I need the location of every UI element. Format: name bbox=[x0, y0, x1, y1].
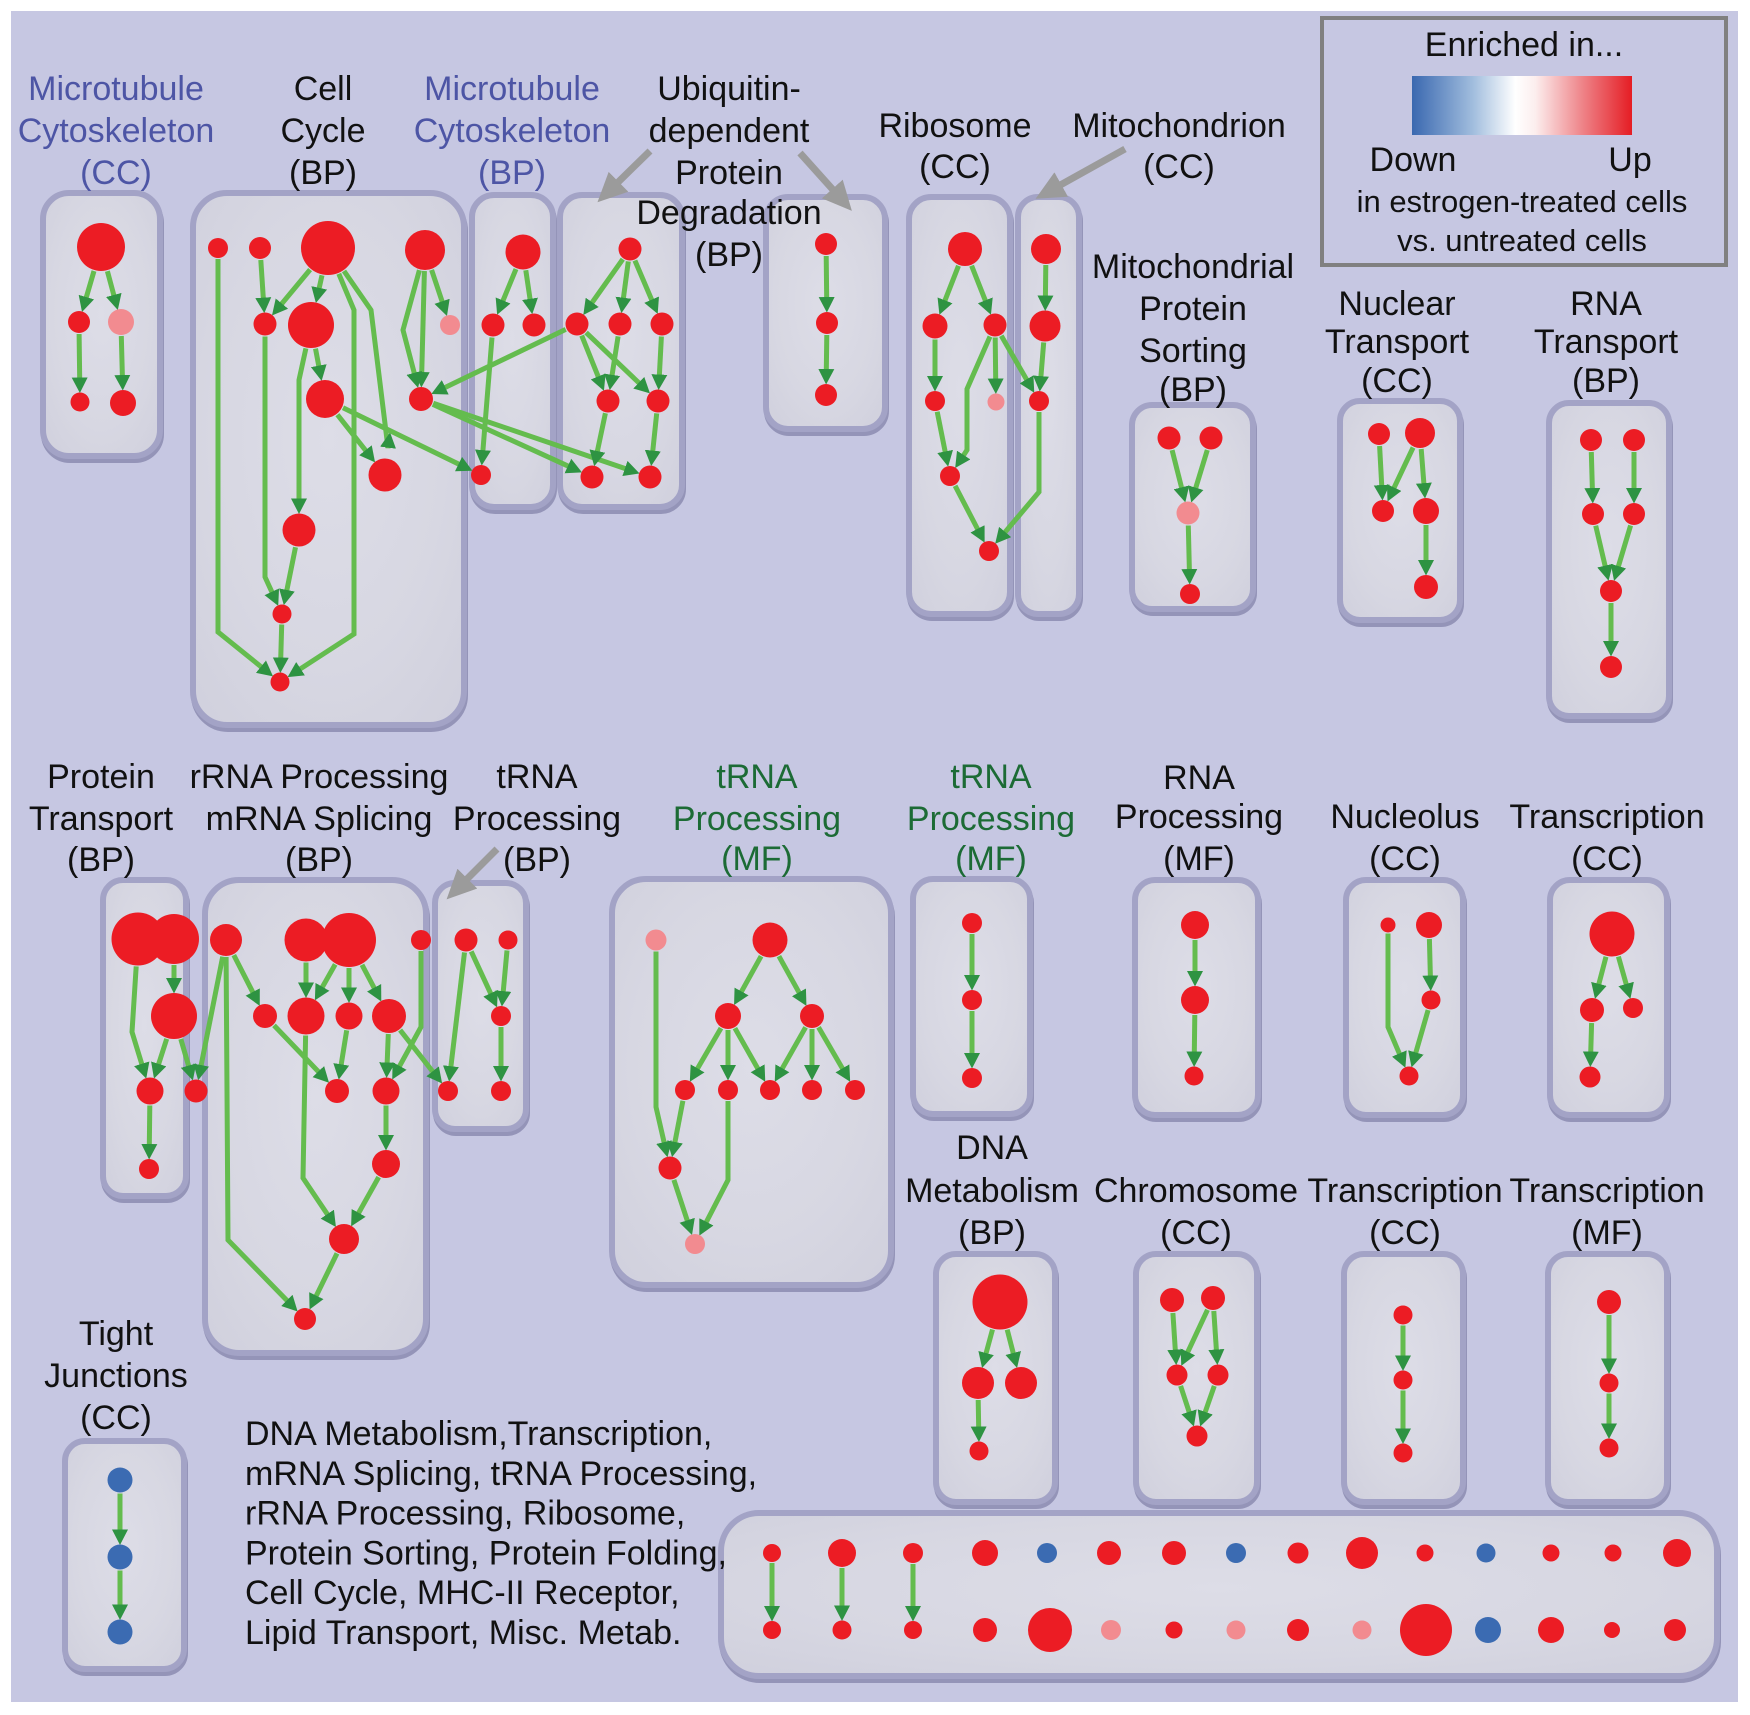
svg-text:(CC): (CC) bbox=[1369, 840, 1441, 878]
svg-text:Transcription: Transcription bbox=[1509, 798, 1704, 836]
svg-text:(CC): (CC) bbox=[80, 1399, 152, 1437]
svg-text:in estrogen-treated cells: in estrogen-treated cells bbox=[1357, 184, 1688, 219]
svg-text:vs. untreated cells: vs. untreated cells bbox=[1397, 223, 1647, 258]
svg-text:Ribosome: Ribosome bbox=[878, 107, 1031, 145]
svg-text:(CC): (CC) bbox=[919, 148, 991, 186]
svg-text:mRNA Splicing, tRNA Processing: mRNA Splicing, tRNA Processing, bbox=[245, 1455, 757, 1493]
svg-text:Protein: Protein bbox=[675, 154, 783, 192]
svg-text:(BP): (BP) bbox=[1159, 371, 1227, 409]
svg-text:Nuclear: Nuclear bbox=[1338, 285, 1455, 323]
svg-text:Transport: Transport bbox=[1325, 323, 1470, 361]
svg-text:(BP): (BP) bbox=[289, 154, 357, 192]
svg-text:(CC): (CC) bbox=[1571, 840, 1643, 878]
svg-text:Transport: Transport bbox=[29, 800, 174, 838]
svg-text:Down: Down bbox=[1370, 141, 1457, 179]
svg-text:DNA: DNA bbox=[956, 1129, 1028, 1167]
svg-text:Transcription: Transcription bbox=[1307, 1172, 1502, 1210]
svg-text:Microtubule: Microtubule bbox=[28, 70, 204, 108]
svg-text:(MF): (MF) bbox=[955, 840, 1027, 878]
svg-text:(CC): (CC) bbox=[1369, 1214, 1441, 1252]
svg-text:Chromosome: Chromosome bbox=[1094, 1172, 1298, 1210]
svg-text:Protein Sorting, Protein Foldi: Protein Sorting, Protein Folding, bbox=[245, 1534, 727, 1572]
svg-text:(BP): (BP) bbox=[1572, 362, 1640, 400]
svg-text:Enriched in...: Enriched in... bbox=[1425, 26, 1623, 64]
svg-text:Cell: Cell bbox=[294, 70, 353, 108]
svg-text:rRNA Processing, Ribosome,: rRNA Processing, Ribosome, bbox=[245, 1495, 685, 1533]
svg-text:(BP): (BP) bbox=[695, 236, 763, 274]
svg-text:(BP): (BP) bbox=[67, 841, 135, 879]
svg-text:Protein: Protein bbox=[1139, 290, 1247, 328]
svg-text:Mitochondrial: Mitochondrial bbox=[1092, 248, 1294, 286]
svg-text:(MF): (MF) bbox=[1163, 840, 1235, 878]
svg-text:Cytoskeleton: Cytoskeleton bbox=[414, 112, 611, 150]
svg-text:Microtubule: Microtubule bbox=[424, 70, 600, 108]
svg-text:mRNA Splicing: mRNA Splicing bbox=[206, 800, 433, 838]
svg-text:(BP): (BP) bbox=[285, 841, 353, 879]
svg-text:RNA: RNA bbox=[1163, 759, 1235, 797]
svg-text:Cycle: Cycle bbox=[280, 112, 365, 150]
svg-text:Sorting: Sorting bbox=[1139, 332, 1247, 370]
svg-text:DNA Metabolism,Transcription,: DNA Metabolism,Transcription, bbox=[245, 1415, 712, 1453]
svg-text:Degradation: Degradation bbox=[636, 194, 821, 232]
svg-text:Lipid Transport, Misc. Metab.: Lipid Transport, Misc. Metab. bbox=[245, 1614, 682, 1652]
svg-text:(BP): (BP) bbox=[478, 154, 546, 192]
svg-text:dependent: dependent bbox=[649, 112, 810, 150]
svg-text:Processing: Processing bbox=[907, 800, 1075, 838]
svg-text:Ubiquitin-: Ubiquitin- bbox=[657, 70, 801, 108]
svg-text:Mitochondrion: Mitochondrion bbox=[1072, 107, 1286, 145]
svg-text:(CC): (CC) bbox=[80, 154, 152, 192]
svg-text:Metabolism: Metabolism bbox=[905, 1172, 1079, 1210]
svg-text:Processing: Processing bbox=[673, 800, 841, 838]
svg-text:Transcription: Transcription bbox=[1509, 1172, 1704, 1210]
svg-text:(MF): (MF) bbox=[1571, 1214, 1643, 1252]
svg-text:(MF): (MF) bbox=[721, 840, 793, 878]
svg-text:Processing: Processing bbox=[1115, 798, 1283, 836]
svg-text:Up: Up bbox=[1608, 141, 1651, 179]
svg-text:Junctions: Junctions bbox=[44, 1357, 188, 1395]
svg-text:(CC): (CC) bbox=[1361, 362, 1433, 400]
svg-text:rRNA Processing: rRNA Processing bbox=[190, 758, 449, 796]
svg-text:(BP): (BP) bbox=[503, 841, 571, 879]
svg-text:Transport: Transport bbox=[1534, 323, 1679, 361]
svg-text:Cytoskeleton: Cytoskeleton bbox=[18, 112, 215, 150]
svg-text:tRNA: tRNA bbox=[496, 758, 578, 796]
svg-text:RNA: RNA bbox=[1570, 285, 1642, 323]
svg-text:(CC): (CC) bbox=[1143, 148, 1215, 186]
svg-text:Nucleolus: Nucleolus bbox=[1330, 798, 1479, 836]
svg-text:(BP): (BP) bbox=[958, 1214, 1026, 1252]
svg-text:Protein: Protein bbox=[47, 758, 155, 796]
svg-text:Tight: Tight bbox=[79, 1315, 154, 1353]
svg-text:(CC): (CC) bbox=[1160, 1214, 1232, 1252]
svg-text:tRNA: tRNA bbox=[950, 758, 1032, 796]
svg-text:Cell Cycle, MHC-II Receptor,: Cell Cycle, MHC-II Receptor, bbox=[245, 1574, 680, 1612]
svg-text:Processing: Processing bbox=[453, 800, 621, 838]
svg-text:tRNA: tRNA bbox=[716, 758, 798, 796]
